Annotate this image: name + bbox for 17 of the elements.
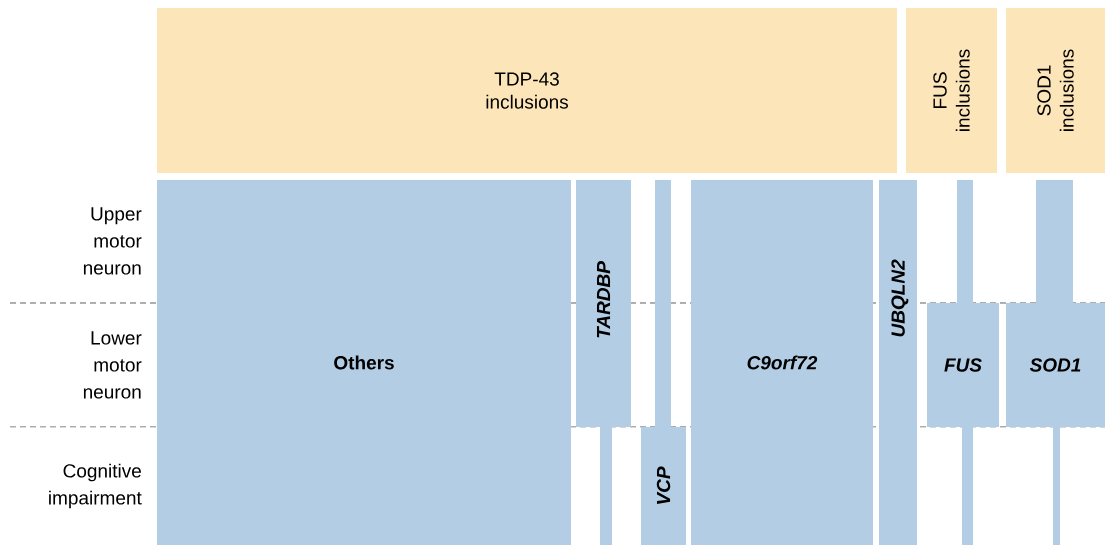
bar	[600, 427, 612, 545]
bar	[1036, 180, 1073, 303]
inclusion-box: SOD1 inclusions	[1006, 8, 1105, 173]
gene-bar: UBQLN2	[879, 180, 917, 545]
inclusion-box: FUS inclusions	[906, 8, 997, 173]
gene-bar: Others	[157, 180, 571, 545]
gene-bar: VCP	[641, 427, 686, 545]
bar	[957, 180, 973, 303]
gene-bar: C9orf72	[691, 180, 873, 545]
gene-bar: TARDBP	[576, 180, 631, 427]
bar	[962, 427, 973, 545]
gene-bar: FUS	[927, 303, 999, 427]
row-label: Upper motor neuron	[83, 207, 142, 275]
bar	[655, 180, 671, 427]
gene-bar: SOD1	[1006, 303, 1105, 427]
bar	[1053, 427, 1060, 545]
inclusion-box: TDP-43 inclusions	[157, 8, 897, 173]
